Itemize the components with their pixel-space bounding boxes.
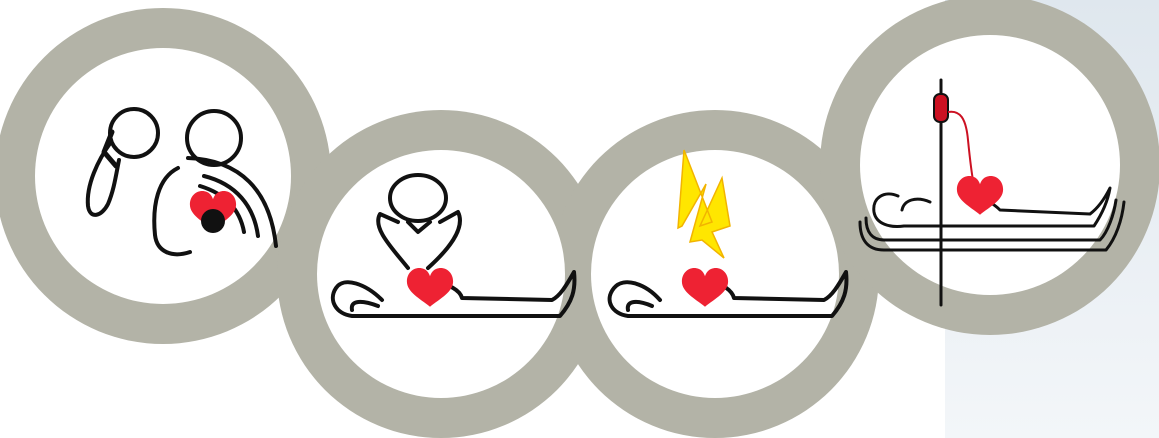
link-1-circle — [35, 48, 291, 304]
iv-bag-icon — [934, 94, 948, 122]
link-4-circle — [860, 35, 1120, 295]
stethoscope-chestpiece — [201, 209, 225, 233]
